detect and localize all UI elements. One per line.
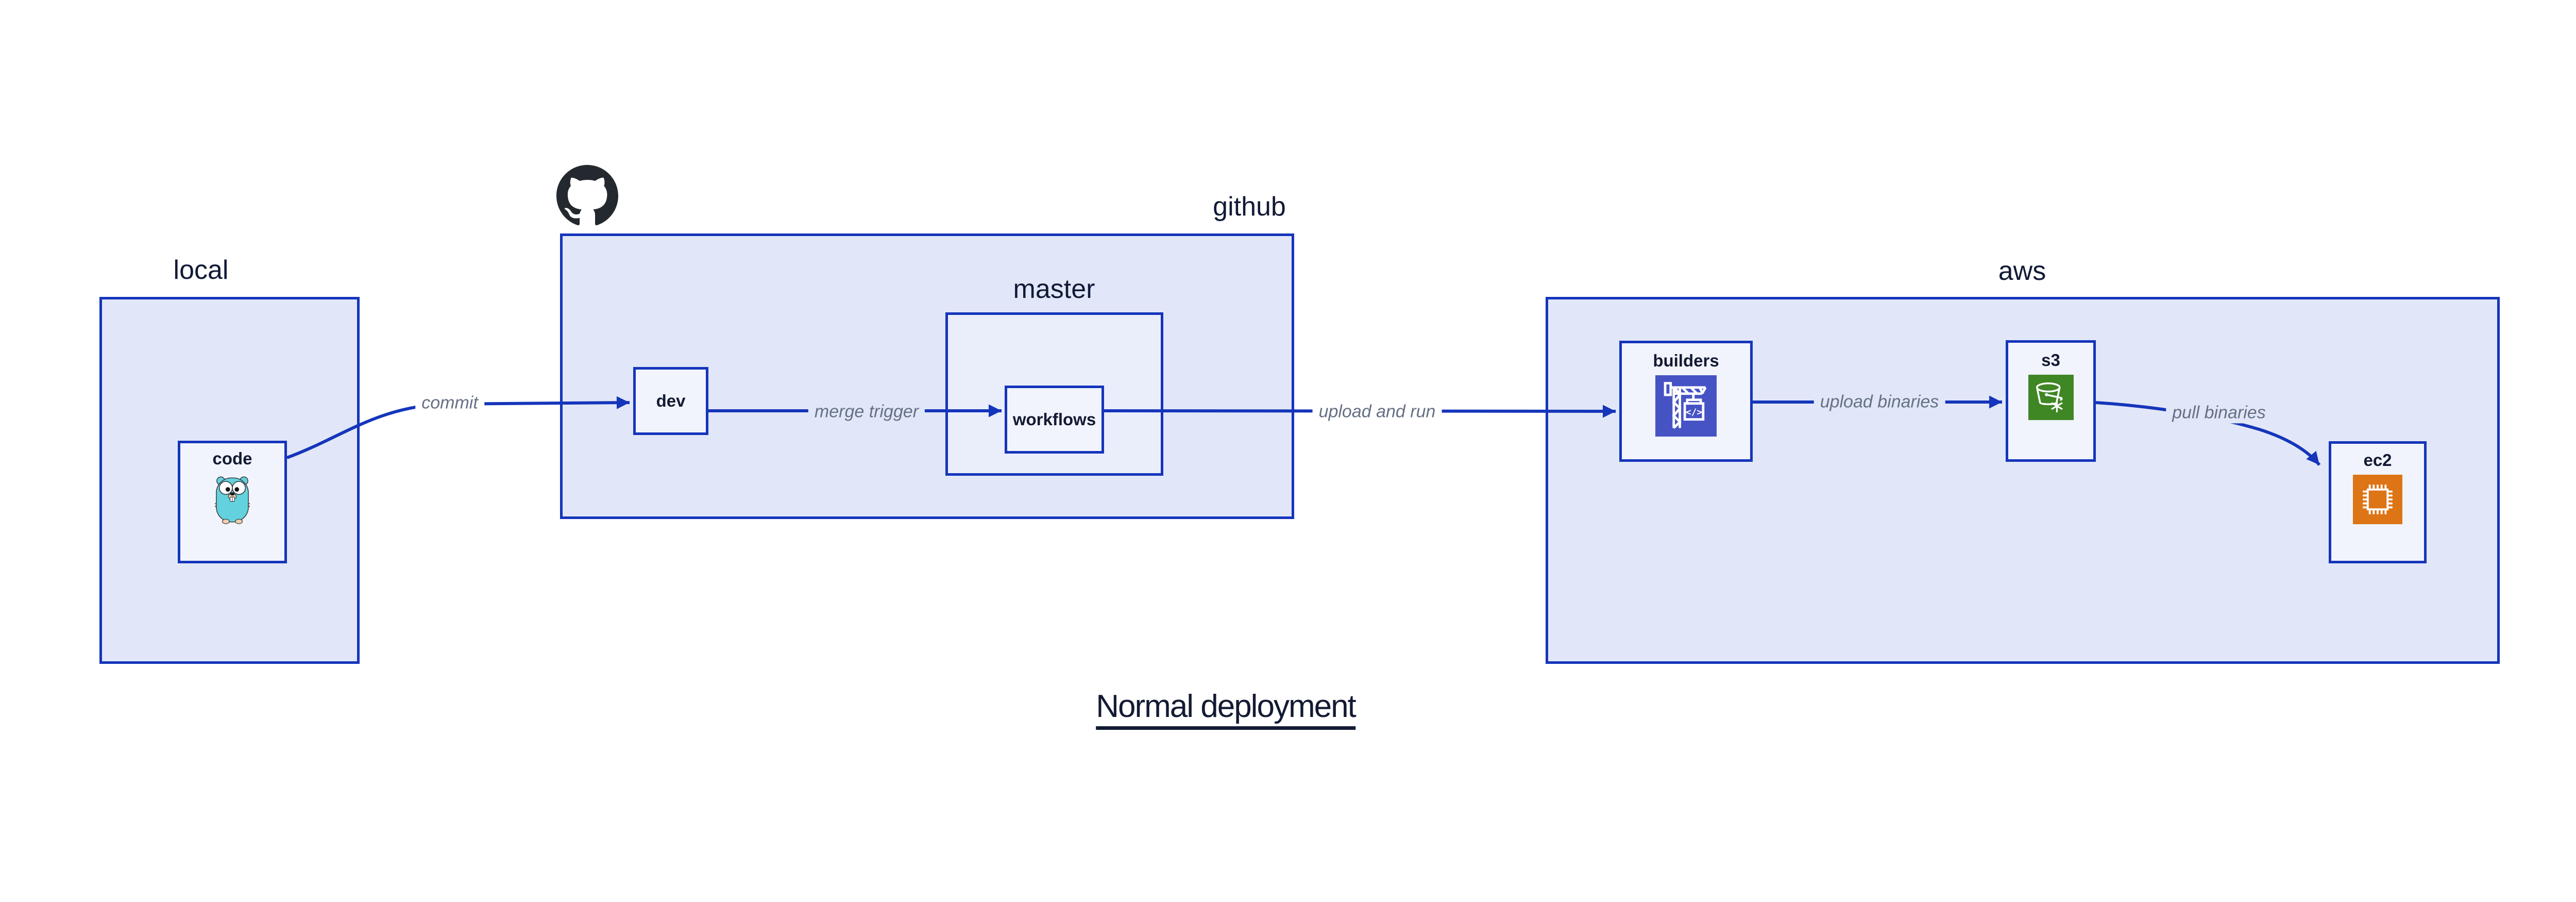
node-workflows: workflows <box>1005 386 1104 454</box>
s3-glacier-bucket-icon <box>2028 375 2074 423</box>
ec2-chip-icon <box>2353 475 2402 527</box>
diagram-title: Normal deployment <box>1096 690 1357 730</box>
github-octocat-icon <box>556 165 618 227</box>
node-dev: dev <box>633 367 708 435</box>
group-label-local: local <box>173 255 229 285</box>
group-label-aws: aws <box>1998 256 2046 286</box>
edge-label-commit: commit <box>415 392 484 414</box>
codebuild-crane-icon: </> <box>1655 375 1717 439</box>
node-dev-label: dev <box>656 391 686 410</box>
group-label-master: master <box>1013 274 1095 304</box>
node-builders: builders </> <box>1619 341 1753 462</box>
node-workflows-label: workflows <box>1012 409 1096 429</box>
edge-label-upload-and-run: upload and run <box>1312 401 1442 423</box>
group-label-github: github <box>1213 192 1286 222</box>
edge-label-upload-binaries: upload binaries <box>1814 391 1945 413</box>
svg-text:</>: </> <box>1686 407 1702 418</box>
node-s3: s3 <box>2006 340 2096 462</box>
edge-label-merge-trigger: merge trigger <box>808 401 925 423</box>
node-code-label: code <box>212 449 252 468</box>
edge-label-pull-binaries: pull binaries <box>2166 402 2272 424</box>
node-s3-label: s3 <box>2041 350 2060 370</box>
node-ec2: ec2 <box>2329 441 2427 563</box>
go-gopher-icon <box>214 473 251 527</box>
node-ec2-label: ec2 <box>2363 450 2392 470</box>
node-builders-label: builders <box>1653 351 1719 370</box>
node-code: code <box>178 441 287 563</box>
